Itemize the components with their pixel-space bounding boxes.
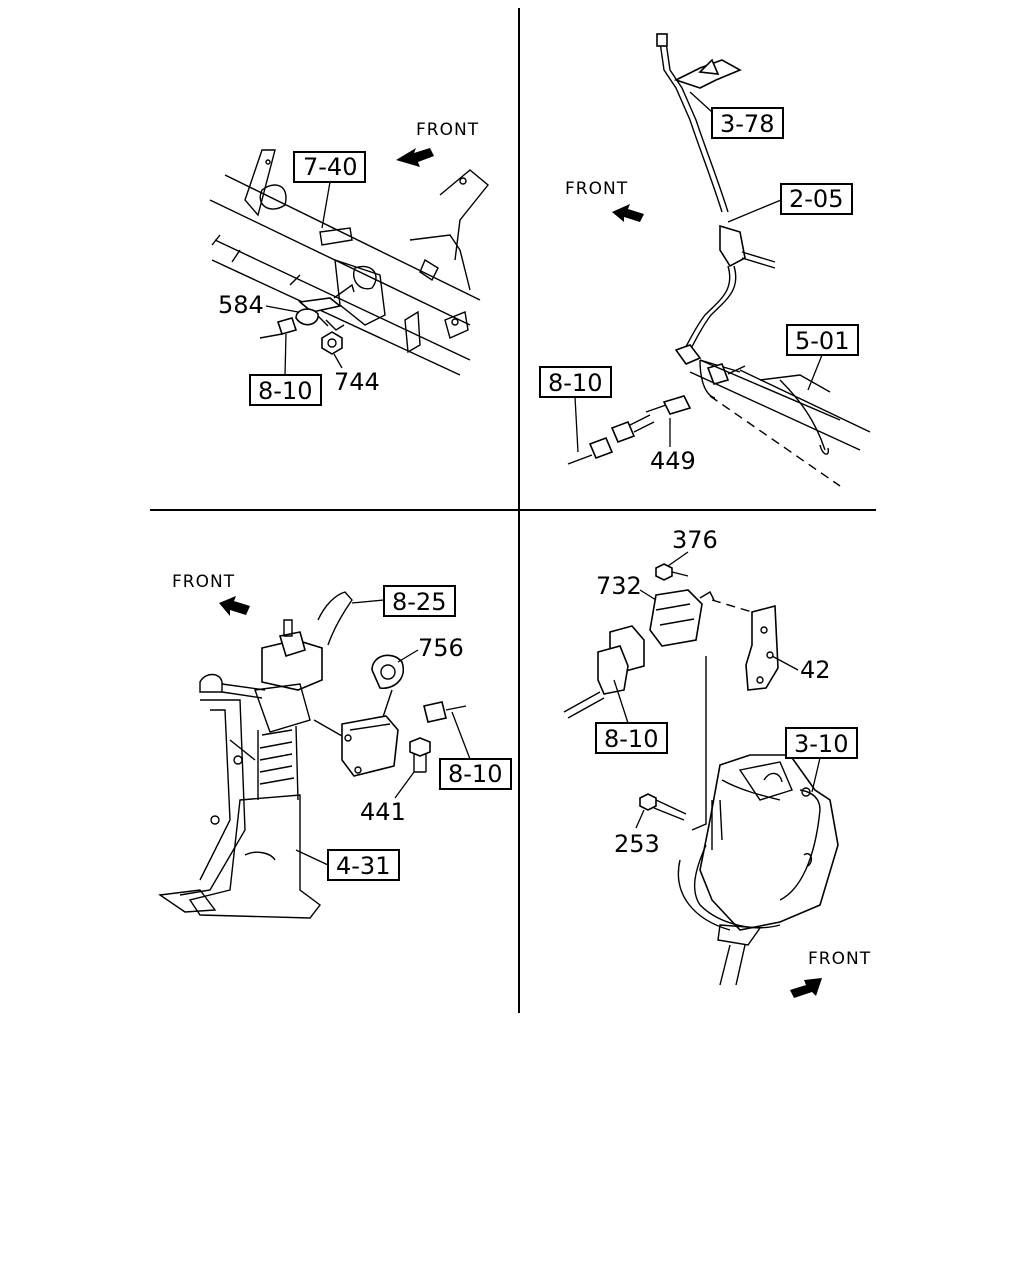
part-label-756: 756 bbox=[418, 634, 464, 662]
ref-box-8-10-top-left bbox=[249, 374, 322, 406]
ref-box-8-10-bottom-right bbox=[595, 722, 668, 754]
control-unit-bottom-left bbox=[313, 715, 399, 777]
ref-3-78: 3-78 bbox=[720, 110, 774, 138]
steering-column-drawing bbox=[158, 591, 353, 919]
part-label-732: 732 bbox=[596, 572, 642, 600]
quadrant-bottom-left: FRONT bbox=[158, 572, 512, 919]
part-732-module bbox=[649, 589, 715, 647]
guide-line-bottom-right bbox=[691, 656, 707, 831]
quadrant-bottom-right: FRONT bbox=[563, 526, 871, 998]
ref-2-05: 2-05 bbox=[789, 185, 843, 213]
front-label-bottom-left: FRONT bbox=[172, 572, 235, 592]
part-744-nut bbox=[321, 331, 343, 355]
quadrant-top-right: FRONT bbox=[539, 33, 871, 487]
front-arrow-bottom-left-icon bbox=[219, 596, 250, 616]
ref-5-01: 5-01 bbox=[795, 327, 849, 355]
ref-8-25: 8-25 bbox=[392, 588, 446, 616]
sensor-harness-drawing bbox=[656, 33, 871, 487]
quadrant-top-left: FRONT bbox=[209, 120, 489, 406]
part-label-584: 584 bbox=[218, 291, 264, 319]
part-584-bracket bbox=[295, 283, 355, 331]
part-label-744: 744 bbox=[334, 368, 380, 396]
connector-bottom-left bbox=[423, 701, 467, 723]
part-449-sensor bbox=[567, 395, 692, 465]
ref-box-7-40 bbox=[293, 151, 366, 183]
quadrant-dividers bbox=[150, 8, 876, 1013]
ref-box-8-10-top-right bbox=[539, 366, 612, 398]
ref-7-40: 7-40 bbox=[303, 153, 357, 181]
front-label-bottom-right: FRONT bbox=[808, 949, 871, 969]
bracket-42 bbox=[711, 599, 779, 691]
ref-4-31: 4-31 bbox=[336, 852, 390, 880]
ref-3-10: 3-10 bbox=[794, 730, 848, 758]
ref-box-3-78 bbox=[711, 107, 784, 139]
front-arrow-top-left-icon bbox=[396, 148, 434, 167]
part-441-bolt bbox=[409, 737, 431, 773]
ref-box-2-05 bbox=[780, 183, 853, 215]
ref-8-10-bottom-left: 8-10 bbox=[448, 760, 502, 788]
part-756-bracket bbox=[371, 654, 405, 721]
front-arrow-bottom-right-icon bbox=[790, 978, 822, 998]
front-arrow-top-right-icon bbox=[612, 204, 644, 222]
connector-top-left bbox=[259, 317, 298, 339]
connector-bottom-right bbox=[563, 625, 645, 719]
ref-box-8-10-bottom-left bbox=[439, 758, 512, 790]
part-label-253: 253 bbox=[614, 830, 660, 858]
ref-8-10-top-right: 8-10 bbox=[548, 369, 602, 397]
front-label-top-left: FRONT bbox=[416, 120, 479, 140]
part-376-bolt bbox=[655, 563, 689, 581]
front-label-top-right: FRONT bbox=[565, 179, 628, 199]
frame-crossmember-drawing bbox=[209, 149, 489, 376]
ref-box-5-01 bbox=[786, 324, 859, 356]
part-label-42: 42 bbox=[800, 656, 831, 684]
part-253-bolt bbox=[639, 793, 687, 821]
ref-8-10-bottom-right: 8-10 bbox=[604, 725, 658, 753]
ref-box-8-25 bbox=[383, 585, 456, 617]
part-label-441: 441 bbox=[360, 798, 406, 826]
ref-8-10-top-left: 8-10 bbox=[258, 377, 312, 405]
part-label-376: 376 bbox=[672, 526, 718, 554]
ref-box-4-31 bbox=[327, 849, 400, 881]
ref-box-3-10 bbox=[785, 727, 858, 759]
part-label-449: 449 bbox=[650, 447, 696, 475]
